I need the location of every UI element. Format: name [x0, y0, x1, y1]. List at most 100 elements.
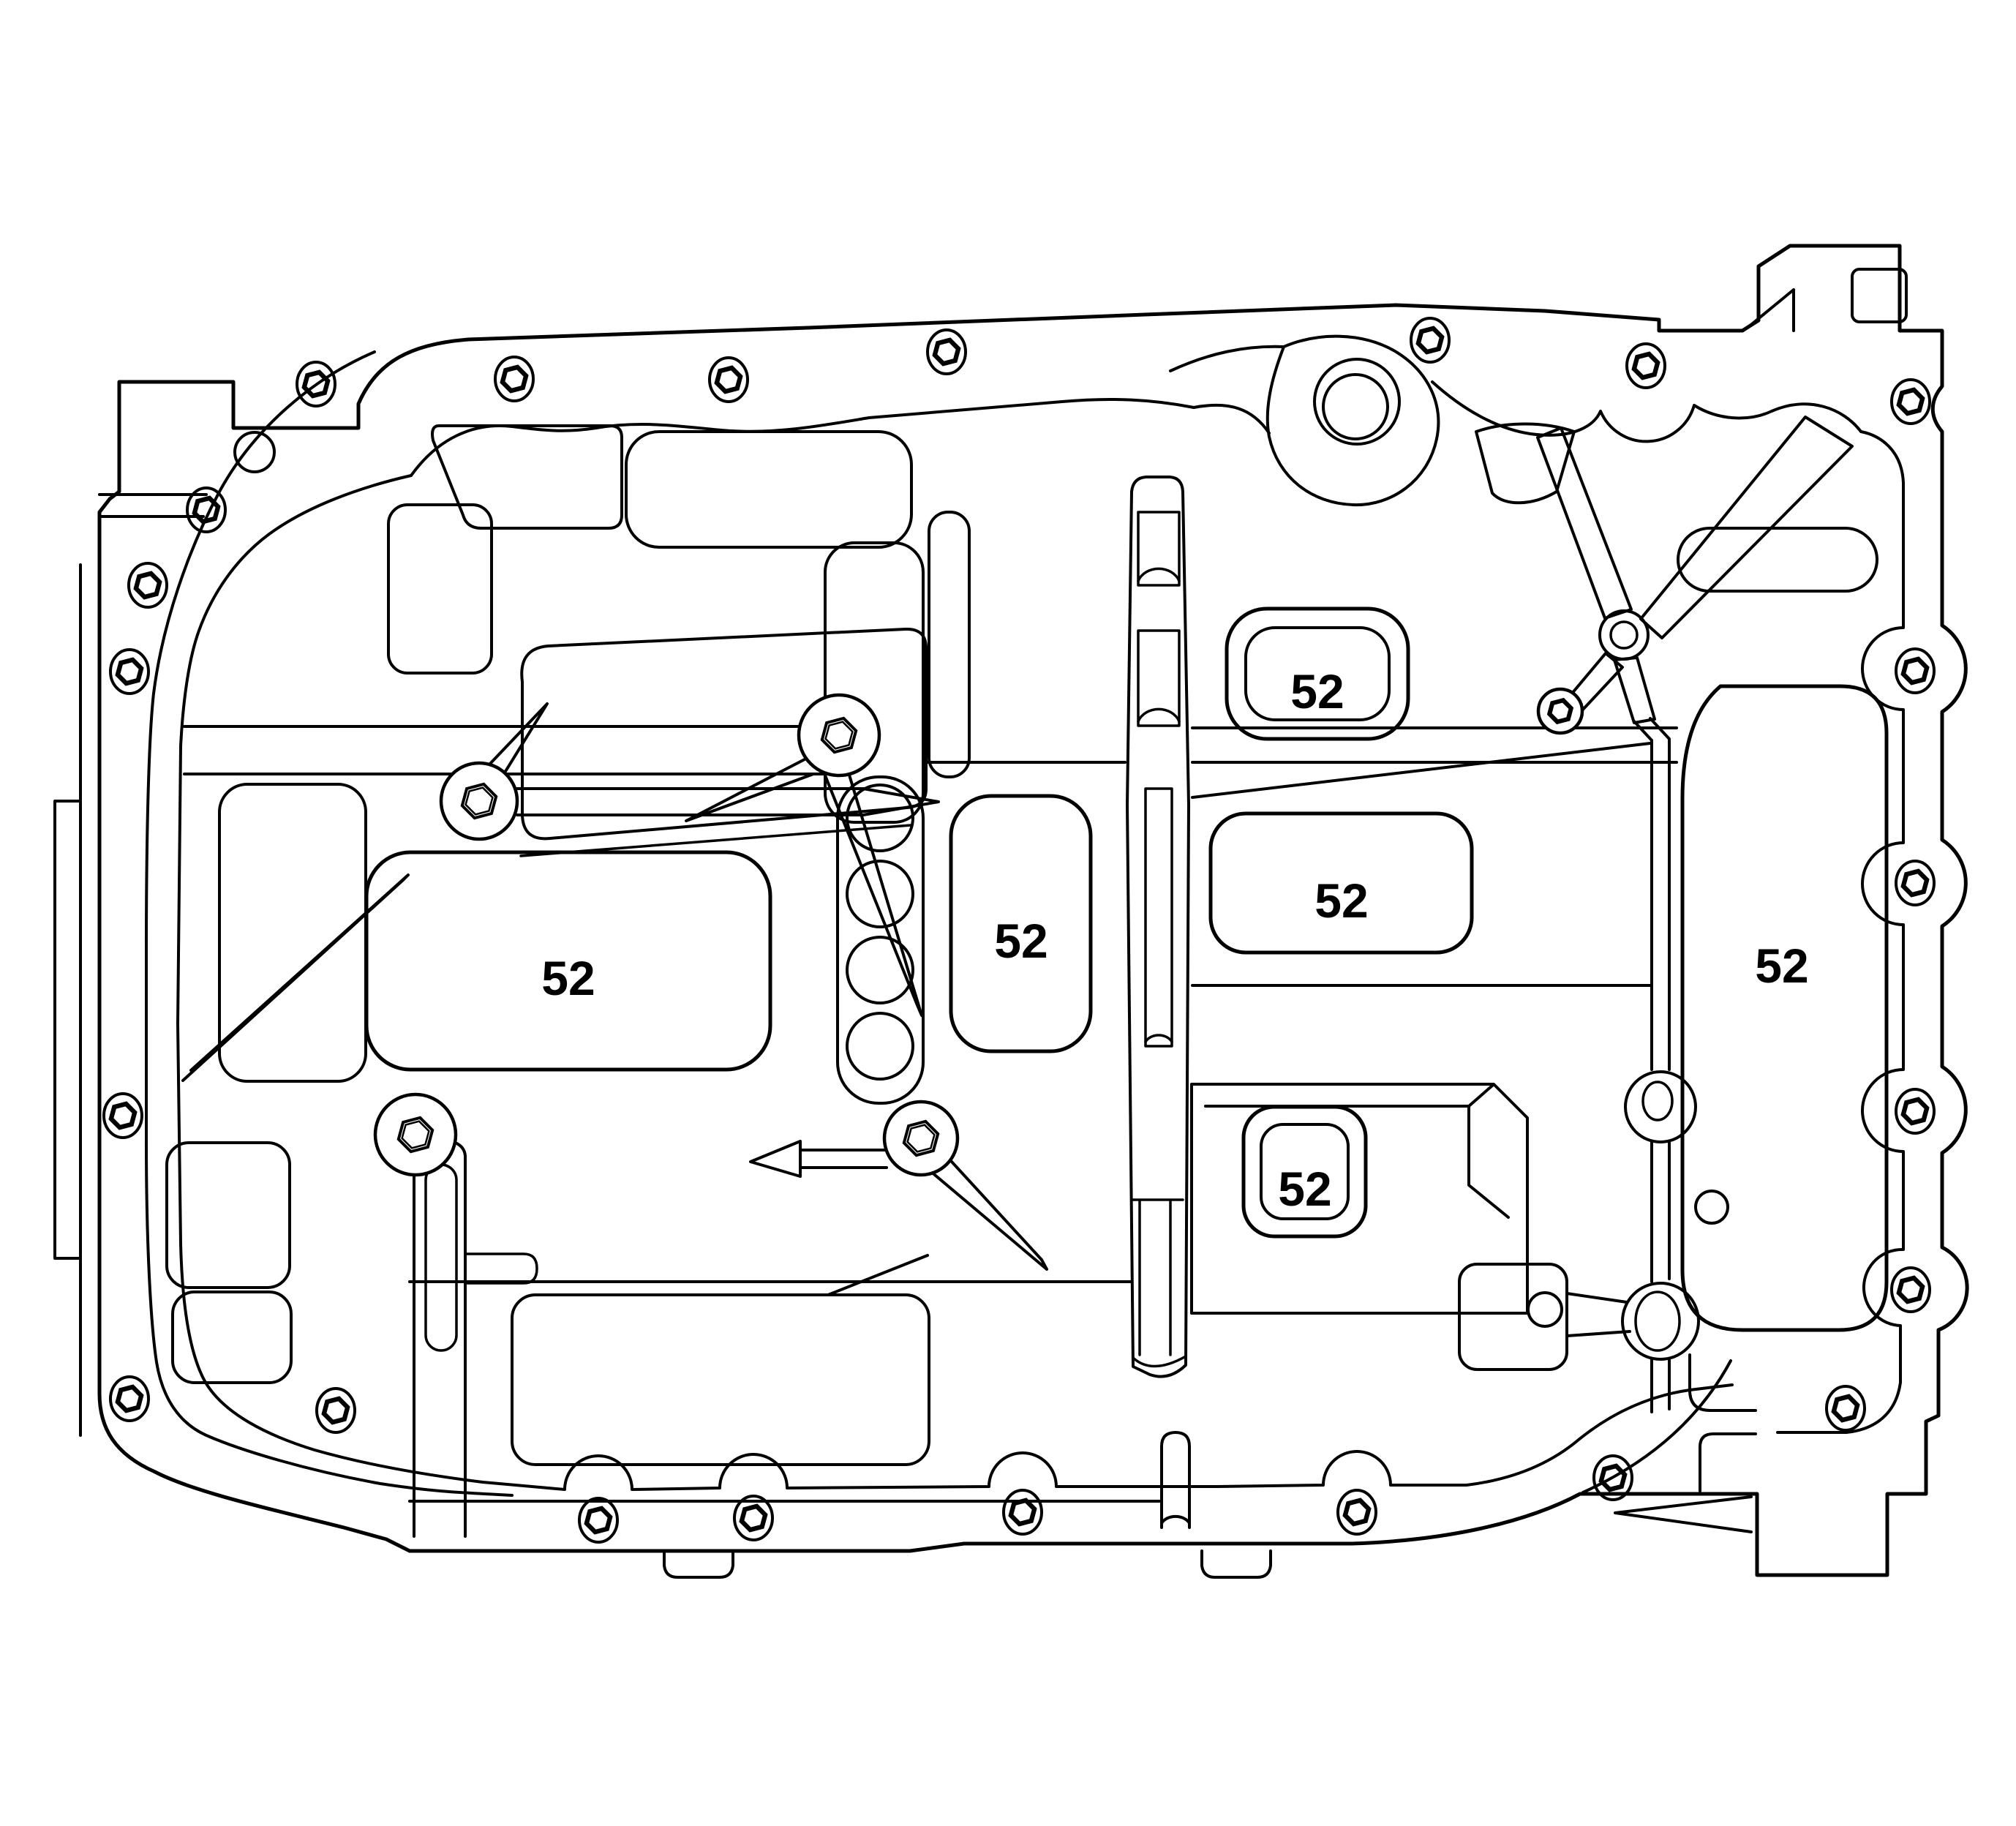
hex-bolt-icon: [494, 356, 535, 402]
callout-box-2: [364, 850, 772, 1072]
bolt-boss-icon: [797, 693, 881, 778]
strip-verticals: [1650, 739, 1671, 1413]
oil-port: [1169, 334, 1440, 507]
callout-box-1-inner: [1244, 626, 1391, 721]
corner-block-bevel: [1747, 288, 1795, 332]
hex-bolt-icon: [1336, 1489, 1377, 1536]
hex-bolt-icon: [1592, 1454, 1633, 1501]
hex-bolt-icon: [708, 356, 749, 403]
callout-label: 52: [1290, 664, 1344, 718]
port-hole-outer: [1313, 358, 1401, 446]
callout-boxes: [364, 606, 1889, 1332]
callout-box-1-outer: [1225, 606, 1410, 741]
hex-bolt-icon: [186, 486, 227, 533]
port-surround: [1265, 334, 1440, 507]
spear-bottom-right: [1614, 1495, 1753, 1533]
chain-circle-1: [846, 784, 914, 852]
flange-inner-left-bottom: [176, 474, 1734, 1491]
truss-node-ring-outer: [1598, 609, 1650, 661]
outer-silhouette: [97, 244, 1969, 1577]
bracket-plate: [1458, 1263, 1568, 1371]
bracket-arm: [1565, 1292, 1631, 1337]
hex-bolt-icon: [733, 1495, 774, 1541]
baffle-plate-slanted: [520, 627, 928, 841]
jet-down-right-long: [824, 771, 923, 1017]
truss-rib-2: [1639, 416, 1854, 639]
needle-long-left: [181, 873, 410, 1082]
bar-window-1: [1137, 511, 1181, 587]
strip-top-diag: [1632, 717, 1671, 742]
callout-label: 52: [1278, 1162, 1331, 1216]
dowel-hole: [233, 431, 276, 473]
callout-box-5: [1680, 684, 1889, 1332]
jet-down-left: [685, 758, 815, 822]
corner-block-socket: [1851, 268, 1908, 323]
hex-bolt-icon: [1825, 1385, 1866, 1432]
bar-window-2-arc: [1137, 707, 1181, 723]
hex-bolt-icon: [1410, 317, 1451, 364]
bar-window-2: [1137, 629, 1181, 727]
hex-bolt-icon: [296, 361, 336, 407]
rail-right-diag: [1191, 742, 1652, 799]
callout-box-6-outer: [1241, 1105, 1368, 1239]
pan-outline: [53, 244, 1969, 1579]
hex-bolt-icon: [1890, 378, 1931, 425]
bar-lower-details: [1132, 1198, 1187, 1368]
hex-bolt-icon: [1890, 1266, 1931, 1313]
pocket-small-left: [387, 503, 493, 675]
corner-inner-curve-bottom-right: [1581, 1359, 1732, 1494]
fan-pocket: [1475, 422, 1576, 505]
pocket-trapezoid: [431, 424, 623, 530]
baffle-rect-notch: [827, 1254, 929, 1296]
bracket-step-1: [1688, 1353, 1757, 1412]
callout-label: 52: [994, 914, 1048, 968]
bolt-boss-chain: [836, 775, 925, 1105]
hex-bolt-icon: [1002, 1489, 1043, 1536]
chain-circle-2: [846, 860, 914, 928]
left-edge-step-inner: [53, 800, 82, 1260]
port-hole-inner: [1322, 373, 1389, 440]
jet-boss-down-right: [929, 1151, 1048, 1271]
jet-left-arrow-head: [749, 1140, 802, 1178]
bar-window-3: [1144, 787, 1173, 1048]
bottom-right-brackets: [1458, 1263, 1757, 1492]
hex-bolt-icon: [1895, 1088, 1936, 1135]
jet-needle-up: [487, 702, 549, 774]
hex-bolt-icon: [1895, 647, 1936, 694]
hex-bolt-icon: [102, 1092, 143, 1139]
bar-window-1-arc: [1137, 567, 1181, 582]
bar-outline: [1126, 476, 1190, 1378]
callout-box-6-inner: [1260, 1123, 1350, 1220]
chain-housing: [836, 775, 925, 1105]
hex-bolt-icon: [1625, 342, 1666, 389]
baffle-rect: [511, 1293, 930, 1466]
callout-label: 52: [541, 951, 595, 1005]
bar-window-3-arc: [1144, 1034, 1173, 1043]
chain-circle-4: [846, 1012, 914, 1081]
hex-bolt-icon: [127, 562, 168, 609]
callout-box-3: [949, 794, 1093, 1053]
tab-base-lines: [98, 493, 208, 518]
pocket-lowleft-b: [171, 1290, 293, 1384]
bottom-tab-right: [1200, 1549, 1272, 1579]
strip-boss-b: [1621, 1282, 1700, 1361]
bar-lower-stub: [1160, 1431, 1191, 1529]
hex-bolt-icon: [315, 1387, 356, 1434]
strip-boss-a-hole: [1641, 1081, 1674, 1121]
center-bar: [1126, 476, 1191, 1529]
hex-bolt-icon: [578, 1497, 619, 1544]
hex-bolt-icon: [109, 1375, 150, 1422]
callout-box-6-frame: [1190, 1083, 1529, 1315]
callout-label: 52: [1314, 873, 1368, 928]
hex-bolt-icon: [926, 328, 967, 375]
rib-strip-center: [824, 541, 925, 824]
pocket-upper-center: [625, 430, 913, 549]
bottom-tab-left: [663, 1549, 734, 1579]
truss-node-ring-inner: [1609, 620, 1639, 650]
callout-box-4: [1208, 811, 1474, 955]
flange-bolts: [102, 317, 1936, 1544]
